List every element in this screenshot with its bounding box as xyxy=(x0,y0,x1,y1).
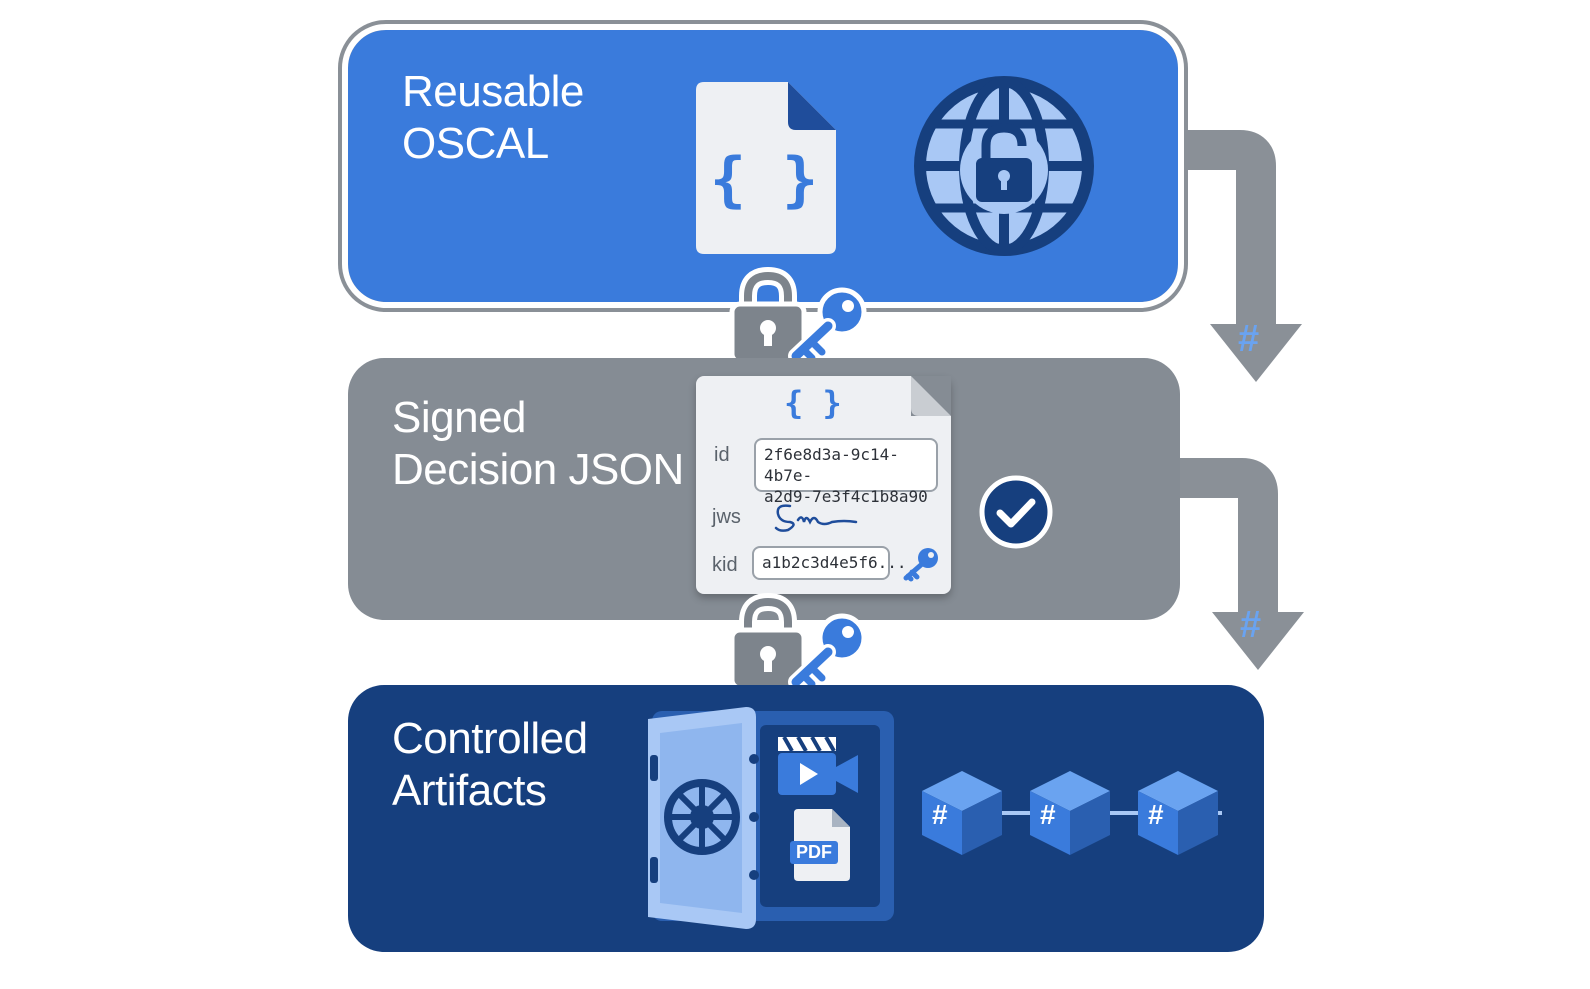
folded-corner xyxy=(911,376,951,416)
json-braces-icon: { } xyxy=(784,384,842,422)
kid-value: a1b2c3d4e5f6... xyxy=(752,546,907,580)
hash-block-icon xyxy=(1138,771,1218,855)
padlock-icon xyxy=(729,266,807,365)
panel-title: Controlled Artifacts xyxy=(392,714,588,815)
signed-decision-panel: Signed Decision JSON { } id 2f6e8d3a-9c1… xyxy=(348,358,1180,620)
globe-lock-icon xyxy=(914,76,1094,256)
id-label: id xyxy=(714,444,730,466)
panel-title: Signed Decision JSON xyxy=(392,393,684,494)
kid-label: kid xyxy=(712,554,738,576)
hash-label: # xyxy=(1148,799,1164,830)
svg-text:{ }: { } xyxy=(710,145,818,215)
jws-label: jws xyxy=(712,506,741,528)
key-icon xyxy=(903,548,938,582)
panel-title: Reusable OSCAL xyxy=(402,67,584,168)
decision-json-document: { } id 2f6e8d3a-9c14-4b7e- a2d9-7e3f4c1b… xyxy=(696,376,951,594)
key-icon xyxy=(788,287,867,364)
pdf-file-icon: PDF xyxy=(790,809,850,881)
signature-icon xyxy=(774,504,858,532)
hash-block-icon xyxy=(922,771,1002,855)
hash-label: # xyxy=(1040,799,1056,830)
hash-icon: # xyxy=(1240,604,1262,646)
lock-key-connector xyxy=(729,592,867,691)
lock-key-connector xyxy=(729,266,867,365)
hash-icon: # xyxy=(1238,318,1260,360)
controlled-artifacts-panel: Controlled Artifacts PDF xyxy=(348,685,1264,952)
reusable-oscal-panel: Reusable OSCAL { } xyxy=(342,24,1184,308)
hash-block-icon xyxy=(1030,771,1110,855)
hash-label: # xyxy=(932,799,948,830)
padlock-icon xyxy=(729,592,807,691)
key-icon xyxy=(788,613,867,690)
checkmark-icon xyxy=(979,475,1053,549)
video-icon xyxy=(778,736,858,795)
pdf-label: PDF xyxy=(790,841,838,864)
json-file-icon: { } xyxy=(696,82,836,254)
id-value: 2f6e8d3a-9c14-4b7e- a2d9-7e3f4c1b8a90 xyxy=(754,438,938,506)
